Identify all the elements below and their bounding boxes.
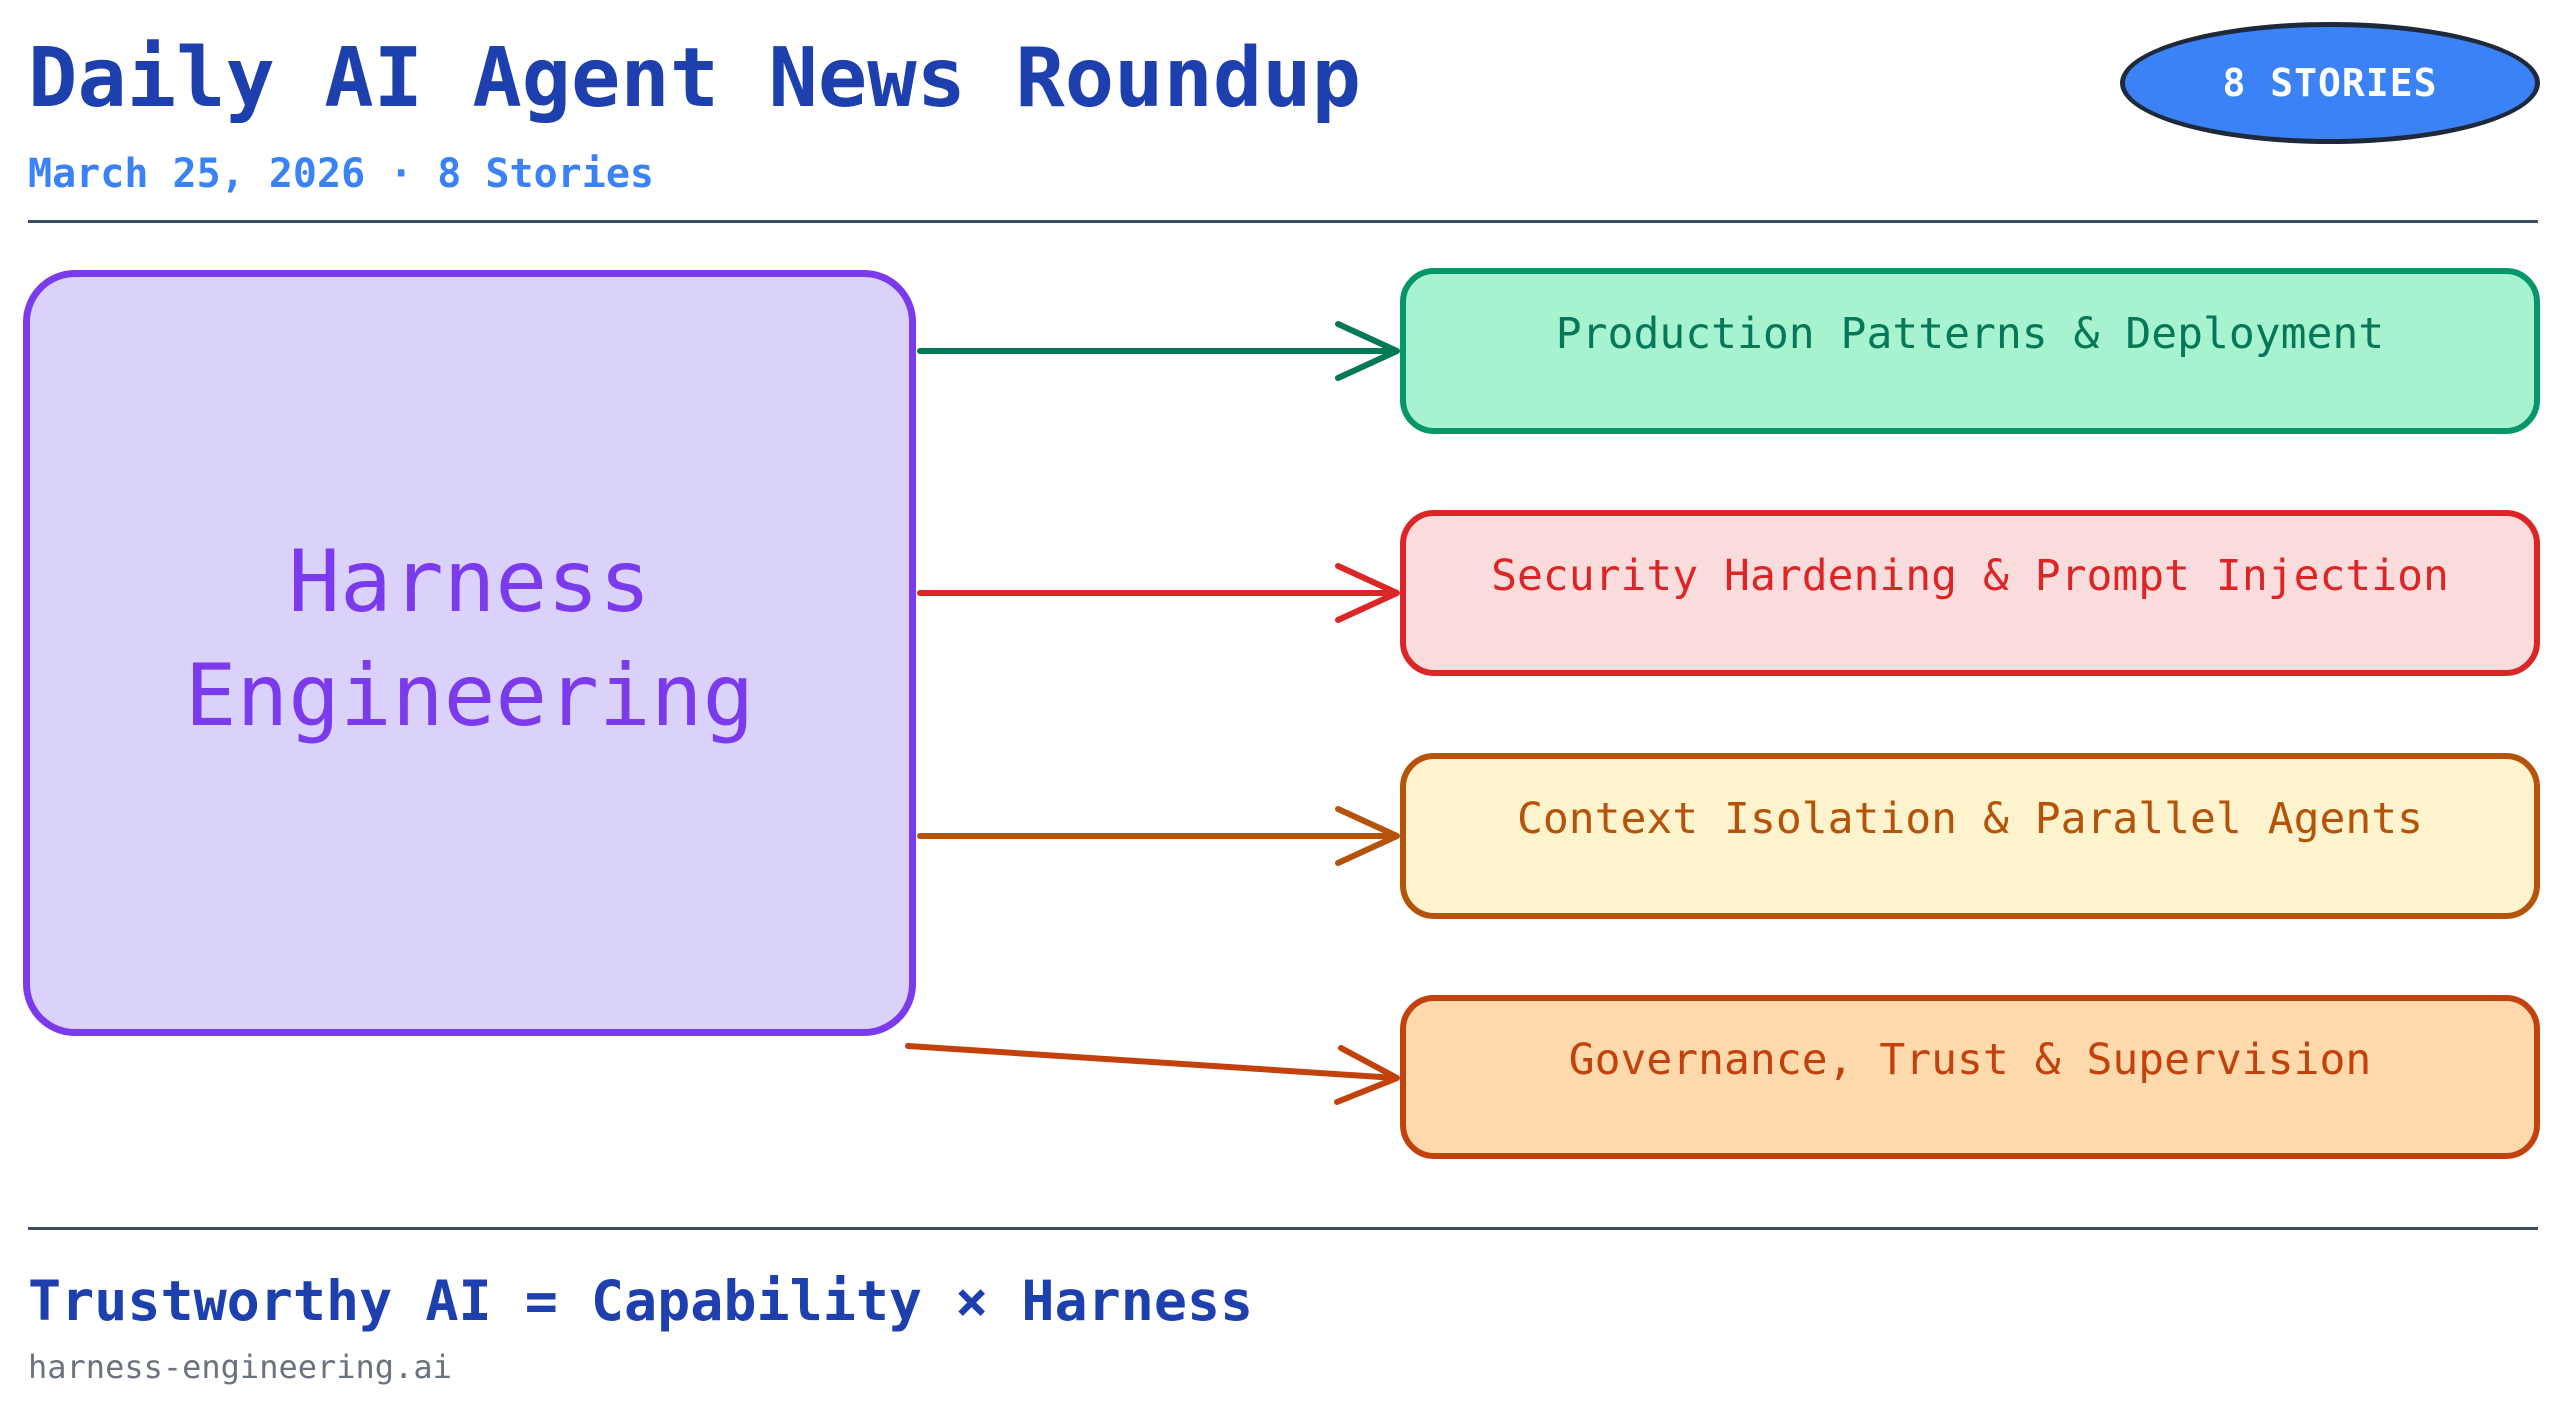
footer-divider — [28, 1227, 2538, 1230]
dot-separator: · — [389, 151, 414, 197]
category-node-security-hardening: Security Hardening & Prompt Injection — [1400, 510, 2540, 676]
arrow-production — [917, 321, 1400, 381]
stories-count-text: 8 Stories — [437, 151, 654, 197]
arrow-governance — [905, 1043, 1400, 1105]
badge-label: 8 STORIES — [2222, 61, 2438, 105]
category-label: Context Isolation & Parallel Agents — [1516, 794, 2424, 844]
category-node-production-patterns: Production Patterns & Deployment — [1400, 268, 2540, 434]
category-node-governance-trust: Governance, Trust & Supervision — [1400, 995, 2540, 1159]
page-subtitle: March 25, 2026 · 8 Stories — [28, 154, 654, 194]
source-node-label: Harness Engineering — [184, 532, 755, 746]
header-divider — [28, 220, 2538, 223]
stories-count-badge: 8 STORIES — [2120, 22, 2540, 144]
category-label: Production Patterns & Deployment — [1555, 309, 2385, 359]
arrow-security — [917, 563, 1400, 623]
footer-tagline: Trustworthy AI = Capability × Harness — [28, 1269, 1254, 1333]
source-node-harness-engineering: Harness Engineering — [23, 270, 916, 1036]
category-label: Security Hardening & Prompt Injection — [1491, 551, 2449, 601]
category-node-context-isolation: Context Isolation & Parallel Agents — [1400, 753, 2540, 919]
arrow-context — [917, 806, 1400, 866]
page-title: Daily AI Agent News Roundup — [28, 31, 1361, 126]
category-label: Governance, Trust & Supervision — [1568, 1035, 2372, 1085]
footer-url: harness-engineering.ai — [28, 1348, 452, 1386]
date-text: March 25, 2026 — [28, 151, 366, 197]
